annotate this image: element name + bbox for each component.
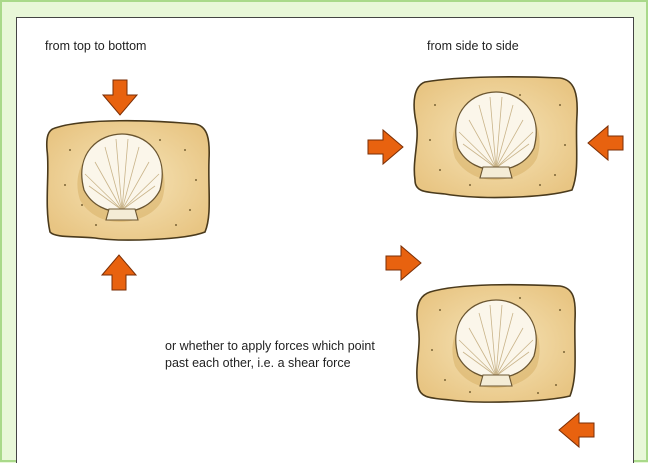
arrow-down-icon <box>103 80 137 115</box>
sand-block-top-bottom <box>47 121 209 240</box>
arrow-left-icon <box>559 413 594 447</box>
arrow-up-icon <box>102 255 136 290</box>
shear-caption: or whether to apply forces which point p… <box>165 338 395 372</box>
sand-block-side-side <box>414 77 577 198</box>
arrow-left-icon <box>588 126 623 160</box>
arrow-right-icon <box>368 130 403 164</box>
arrow-right-icon <box>386 246 421 280</box>
label-top-bottom: from top to bottom <box>45 38 146 54</box>
sand-block-shear <box>417 285 575 402</box>
label-side-side: from side to side <box>427 38 519 54</box>
